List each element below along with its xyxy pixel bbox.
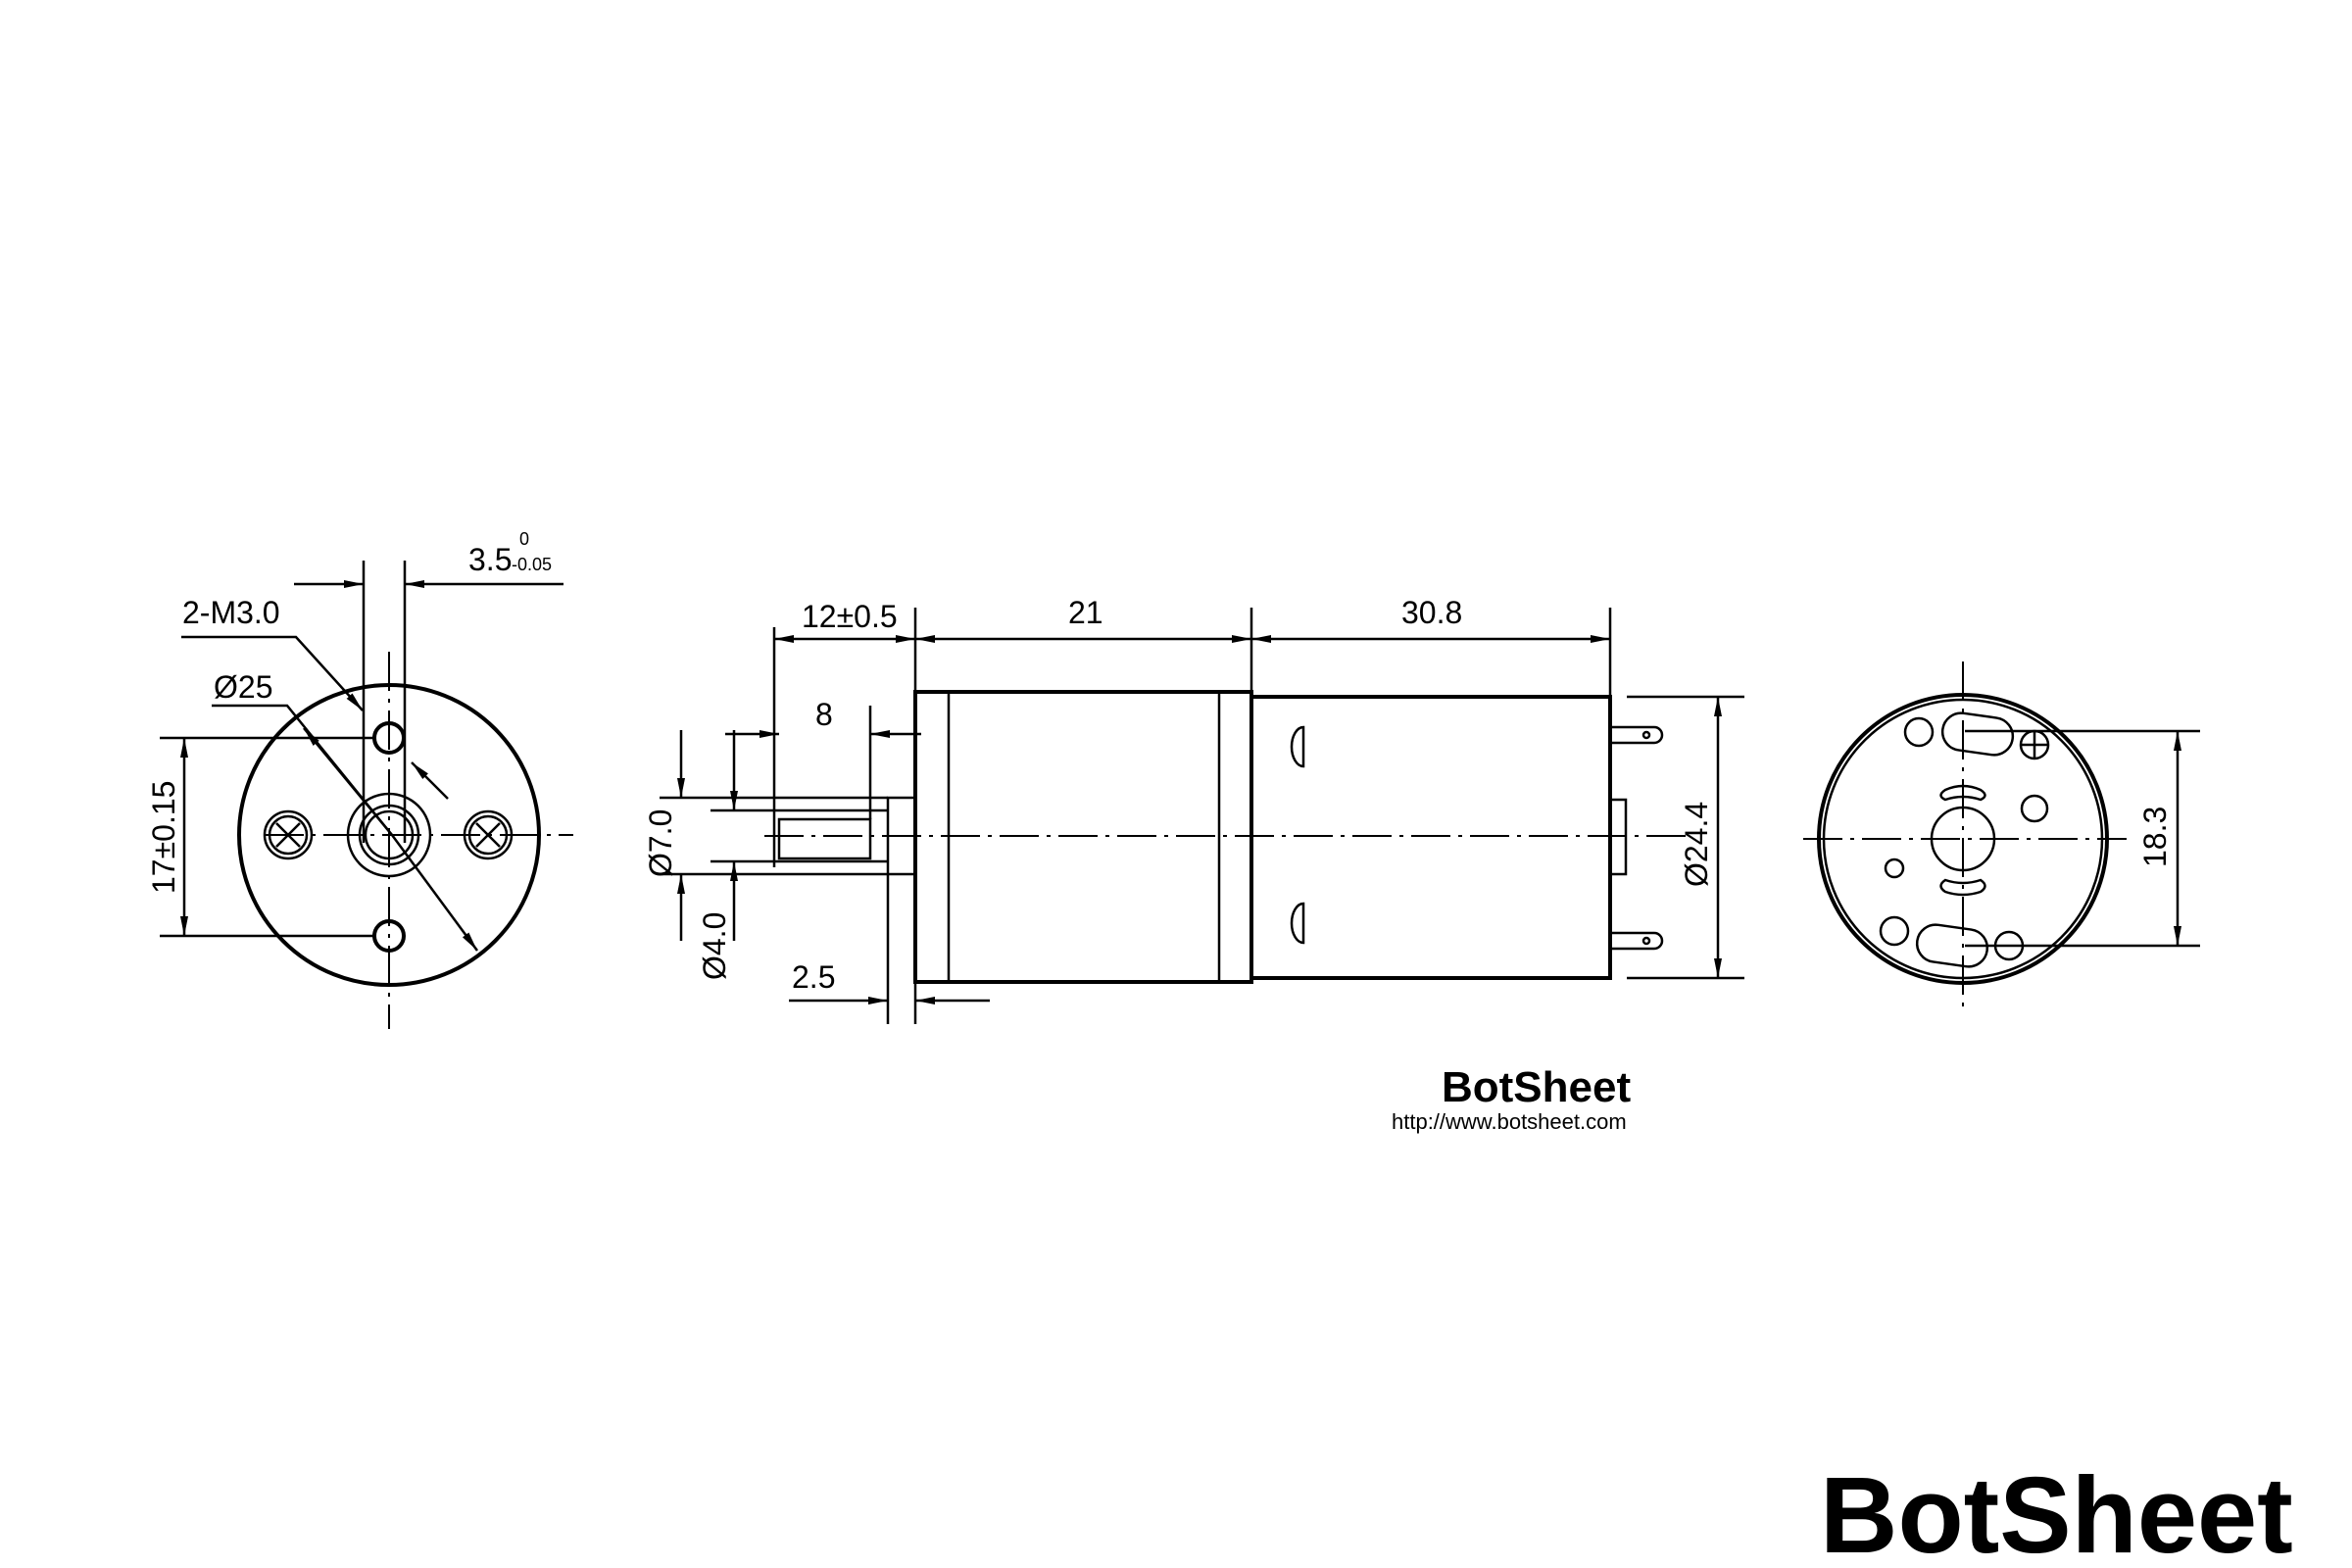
terminal-bottom <box>1915 923 1989 968</box>
diameter-label: Ø25 <box>214 669 272 705</box>
keyway-tol-upper: 0 <box>519 529 529 549</box>
motor-diameter-label: Ø24.4 <box>1679 802 1714 887</box>
rear-view: 18.3 <box>1803 662 2200 1014</box>
watermark-url: http://www.botsheet.com <box>1392 1109 1627 1134</box>
bearing-boss <box>1930 806 1996 872</box>
shaft-length-label: 12±0.5 <box>802 599 898 634</box>
screw-left-icon <box>263 809 314 860</box>
flat-length-label: 8 <box>815 697 833 732</box>
end-cap-bump <box>1608 798 1628 876</box>
hole-spacing-label: 17±0.15 <box>146 781 181 894</box>
keyway-width-label: 3.5 <box>468 542 512 577</box>
terminal-top <box>1610 725 1664 745</box>
slot-bottom <box>1939 878 1986 897</box>
watermark-brand: BotSheet <box>1442 1063 1631 1111</box>
hole <box>1884 858 1905 879</box>
side-view: 12±0.5 21 30.8 8 Ø7.0 Ø4.0 2.5 Ø24.4 <box>643 595 1744 1024</box>
terminal-bottom <box>1610 931 1664 951</box>
vent-top <box>1290 725 1305 768</box>
vent-bottom <box>1290 902 1305 945</box>
boss-length-label: 2.5 <box>792 959 835 995</box>
output-boss <box>886 796 917 876</box>
holes-label: 2-M3.0 <box>182 595 280 630</box>
shaft-flat <box>777 817 872 860</box>
boss-diameter-label: Ø7.0 <box>643 809 678 877</box>
shaft-diameter-label: Ø4.0 <box>697 912 732 980</box>
output-boss <box>346 792 432 878</box>
keyway-tol-lower: -0.05 <box>512 555 552 574</box>
screw-right-icon <box>463 809 514 860</box>
motor-length-label: 30.8 <box>1401 595 1462 630</box>
hole <box>2020 794 2049 823</box>
botsheet-logo: BotSheet <box>1820 1455 2293 1568</box>
slot-top <box>1939 784 1986 802</box>
terminal-spacing-label: 18.3 <box>2137 807 2173 867</box>
output-shaft <box>358 804 420 866</box>
front-view: 3.5 0 -0.05 2-M3.0 Ø25 17±0.15 <box>146 529 573 1029</box>
gearbox-length-label: 21 <box>1068 595 1103 630</box>
terminal-top <box>1940 711 2015 757</box>
motor-body <box>1250 695 1612 980</box>
